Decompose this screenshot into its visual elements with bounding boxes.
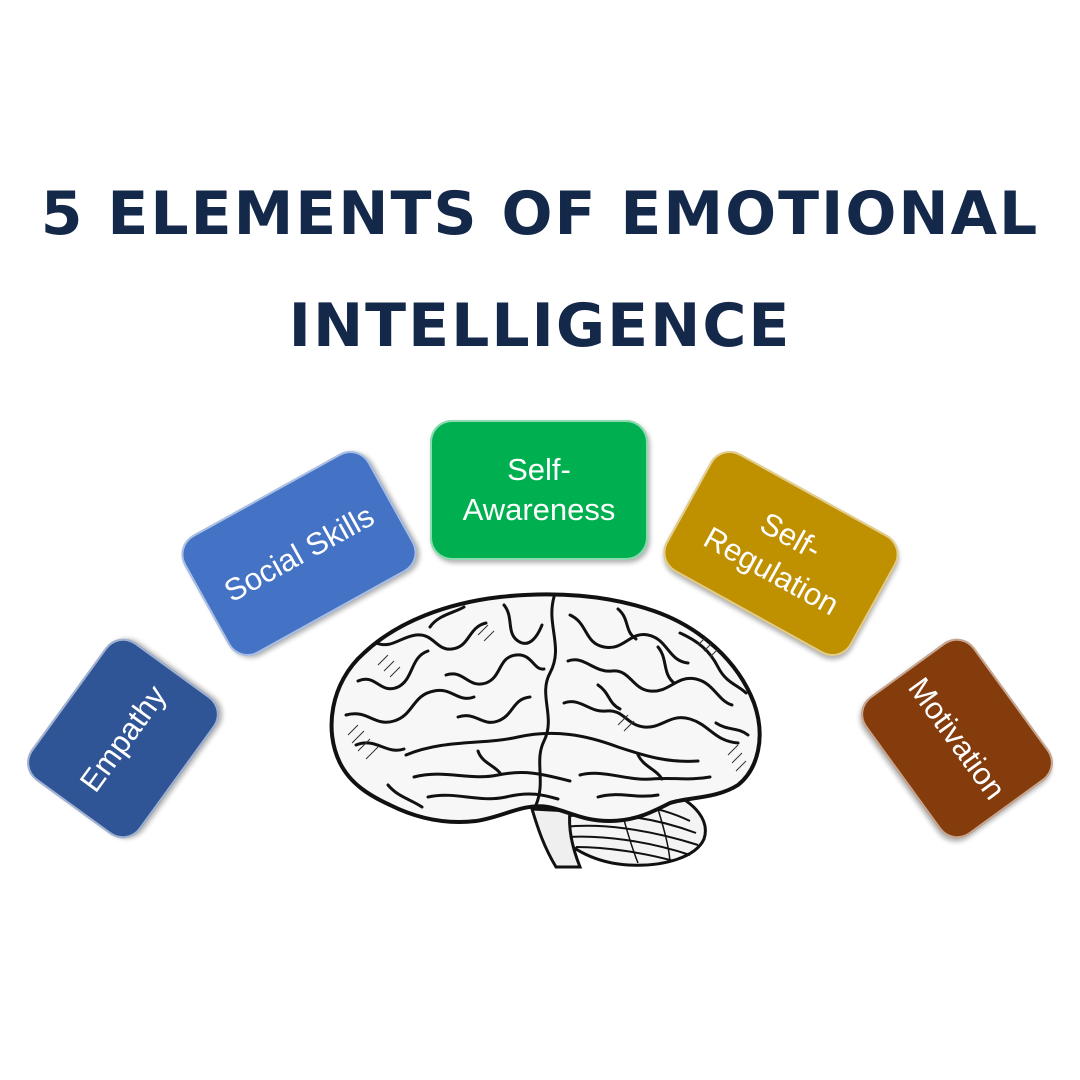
element-label-line-1: Motivation	[901, 670, 1014, 806]
element-label-line-1: Empathy	[72, 678, 173, 798]
brain-illustration	[329, 592, 762, 869]
cerebrum	[329, 592, 762, 825]
title-line-1: 5 ELEMENTS OF EMOTIONAL	[40, 179, 1040, 249]
diagram-title: 5 ELEMENTS OF EMOTIONAL INTELLIGENCE	[0, 158, 1080, 382]
element-label-line-2: Awareness	[462, 492, 616, 527]
element-label-line-1: Self-	[507, 452, 571, 487]
element-card-motivation: Motivation	[852, 630, 1062, 847]
brainstem	[529, 807, 583, 869]
element-card-empathy: Empathy	[18, 630, 228, 847]
element-card-self-awareness: Self- Awareness	[430, 420, 648, 560]
title-line-2: INTELLIGENCE	[288, 291, 792, 361]
